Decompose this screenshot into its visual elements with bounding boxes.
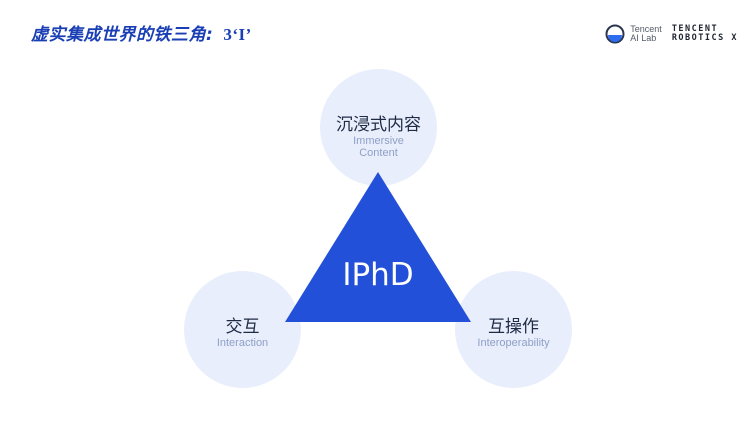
node-interaction: 交互 Interaction — [184, 317, 301, 349]
slide-title: 虚实集成世界的铁三角: 3‘I’ — [31, 20, 252, 45]
node-immersive-content-zh: 沉浸式内容 — [336, 115, 421, 135]
tencent-ailab-logo-icon — [605, 24, 625, 44]
circle-interoperability — [455, 271, 572, 388]
robotics-x-logo: TENCENT ROBOTICS X — [672, 25, 738, 43]
ailab-line2: AI Lab — [630, 33, 657, 43]
slide-title-suffix: 3‘I’ — [223, 25, 252, 44]
node-immersive-content: 沉浸式内容 Immersive Content — [320, 115, 437, 159]
ailab-line1: Tencent — [630, 24, 662, 34]
node-interoperability-zh: 互操作 — [488, 317, 539, 337]
node-interoperability-en: Interoperability — [477, 337, 550, 349]
center-label-iphd: IPhD — [342, 257, 414, 293]
robotics-line1: TENCENT — [671, 24, 719, 34]
node-interoperability: 互操作 Interoperability — [455, 317, 572, 349]
slide-title-text: 虚实集成世界的铁三角: — [31, 25, 214, 45]
node-immersive-content-en-line1: Immersive — [353, 135, 404, 147]
circle-immersive-content — [320, 69, 437, 186]
node-interaction-en: Interaction — [216, 337, 269, 349]
circle-interaction — [184, 271, 301, 388]
robotics-line2: ROBOTICS X — [671, 33, 738, 43]
node-interaction-zh: 交互 — [225, 317, 260, 337]
logo-bar: Tencent AI Lab TENCENT ROBOTICS X — [605, 22, 738, 46]
tencent-ailab-logo-text: Tencent AI Lab — [630, 25, 662, 43]
node-immersive-content-en-line2: Content — [359, 147, 398, 159]
